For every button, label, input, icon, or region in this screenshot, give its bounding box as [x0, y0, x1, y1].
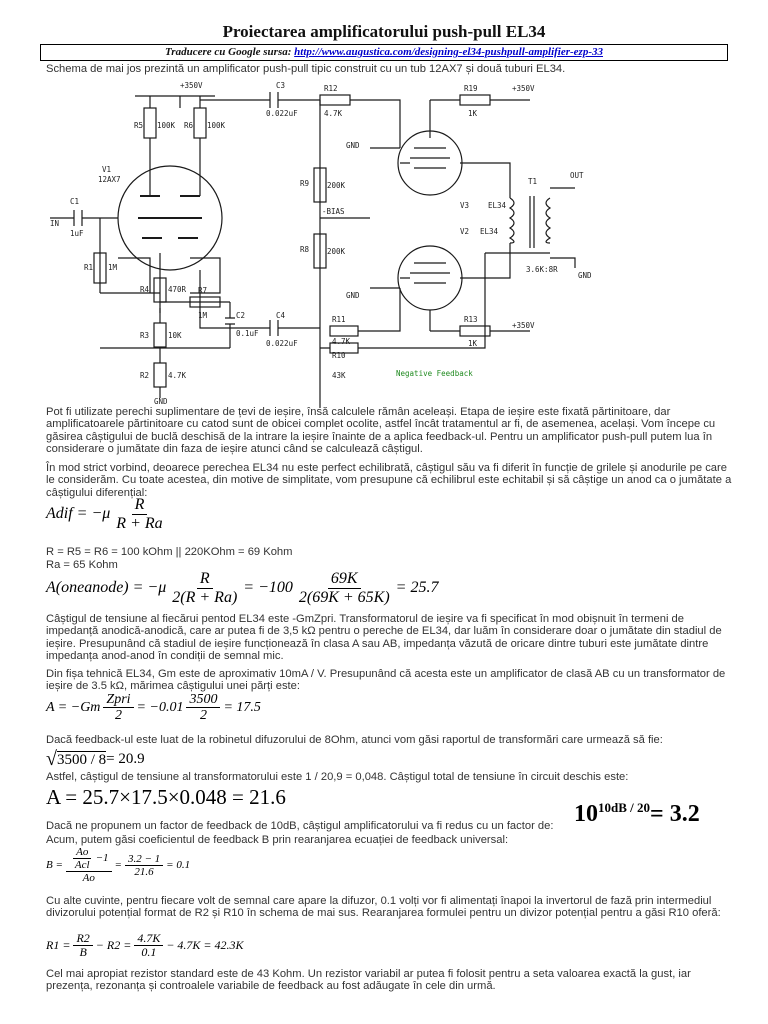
label-r8: R8: [300, 245, 310, 254]
label-r10: R10: [332, 351, 346, 360]
label-r2-value: 4.7K: [168, 371, 187, 380]
paragraph-balance: În mod strict vorbind, deoarece perechea…: [46, 462, 732, 499]
label-c3: C3: [276, 81, 285, 90]
label-r13-value: 1K: [468, 339, 478, 348]
label-v3: V3: [460, 201, 469, 210]
paragraph-ra-value: Ra = 65 Kohm: [46, 559, 118, 571]
label-t1: T1: [528, 177, 537, 186]
label-gnd-4: GND: [578, 271, 592, 280]
label-r7-value: 1M: [198, 311, 208, 320]
label-r4: R4: [140, 285, 150, 294]
label-350v-top: +350V: [180, 81, 203, 90]
label-c1-value: 1uF: [70, 229, 84, 238]
paragraph-feedback-b: Acum, putem găsi coeficientul de feedbac…: [46, 834, 509, 846]
label-v1-type: 12AX7: [98, 175, 121, 184]
label-r11: R11: [332, 315, 346, 324]
label-r5-value: 100K: [157, 121, 176, 130]
source-banner: Traducere cu Google sursa: http://www.au…: [40, 44, 728, 61]
document-title: Proiectarea amplificatorului push-pull E…: [222, 22, 546, 41]
label-gnd-1: GND: [346, 141, 360, 150]
label-r11-value: 4.7K: [332, 337, 351, 346]
intro-paragraph: Schema de mai jos prezintă un amplificat…: [46, 63, 566, 75]
label-r13: R13: [464, 315, 478, 324]
source-link[interactable]: http://www.augustica.com/designing-el34-…: [294, 46, 603, 58]
label-t1-ratio: 3.6K:8R: [526, 265, 558, 274]
label-c1: C1: [70, 197, 79, 206]
equation-feedback-factor: 1010dB / 20= 3.2: [574, 800, 700, 827]
label-r2: R2: [140, 371, 149, 380]
paragraph-transformer-gain: Astfel, câștigul de tensiune al transfor…: [46, 771, 629, 783]
label-v3-type: EL34: [488, 201, 507, 210]
label-c2-value: 0.1uF: [236, 329, 259, 338]
equation-sqrt: √ 3500 / 8 = 20.9: [46, 748, 145, 770]
label-c4-value: 0.022uF: [266, 339, 298, 348]
label-r10-value: 43K: [332, 371, 346, 380]
label-r19-value: 1K: [468, 109, 478, 118]
label-r12: R12: [324, 84, 338, 93]
label-350v-bottom: +350V: [512, 321, 535, 330]
label-r1-value: 1M: [108, 263, 118, 272]
paragraph-divider: Cu alte cuvinte, pentru fiecare volt de …: [46, 895, 721, 920]
equation-total-gain: A = 25.7×17.5×0.048 = 21.6: [46, 785, 286, 809]
label-gnd-2: GND: [154, 397, 168, 406]
sqrt-icon: √: [46, 748, 57, 770]
label-v2: V2: [460, 227, 469, 236]
paragraph-output-stage: Pot fi utilizate perechi suplimentare de…: [46, 406, 716, 456]
label-r8-value: 200K: [327, 247, 346, 256]
label-r12-value: 4.7K: [324, 109, 343, 118]
label-r1: R1: [84, 263, 93, 272]
paragraph-feedback-tap: Dacă feedback-ul este luat de la robinet…: [46, 734, 663, 746]
paragraph-r-value: R = R5 = R6 = 100 kOhm || 220KOhm = 69 K…: [46, 546, 293, 558]
label-350v-right: +350V: [512, 84, 535, 93]
label-r6: R6: [184, 121, 194, 130]
label-r3-value: 10K: [168, 331, 182, 340]
paragraph-gm: Din fișa tehnică EL34, Gm este de aproxi…: [46, 668, 726, 693]
label-c3-value: 0.022uF: [266, 109, 298, 118]
paragraph-pentode-gain: Câștigul de tensiune al fiecărui pentod …: [46, 613, 722, 663]
label-in: IN: [50, 219, 59, 228]
amplifier-schematic: +350V R5 100K R6 100K C3 0.022uF R12 4.7…: [50, 81, 592, 408]
source-prefix: Traducere cu Google sursa:: [165, 46, 295, 58]
label-r6-value: 100K: [207, 121, 226, 130]
label-c2: C2: [236, 311, 245, 320]
label-v2-type: EL34: [480, 227, 499, 236]
label-r9: R9: [300, 179, 309, 188]
label-v1: V1: [102, 165, 111, 174]
label-r3: R3: [140, 331, 149, 340]
label-r5: R5: [134, 121, 143, 130]
label-c4: C4: [276, 311, 286, 320]
label-r4-value: 470R: [168, 285, 187, 294]
label-out: OUT: [570, 171, 584, 180]
label-r19: R19: [464, 84, 478, 93]
label-bias: -BIAS: [322, 207, 345, 216]
paragraph-standard-resistor: Cel mai apropiat rezistor standard este …: [46, 968, 691, 993]
label-r7: R7: [198, 286, 207, 295]
label-gnd-3: GND: [346, 291, 360, 300]
label-r9-value: 200K: [327, 181, 346, 190]
label-negative-feedback: Negative Feedback: [396, 369, 473, 378]
paragraph-feedback-10db: Dacă ne propunem un factor de feedback d…: [46, 820, 554, 832]
